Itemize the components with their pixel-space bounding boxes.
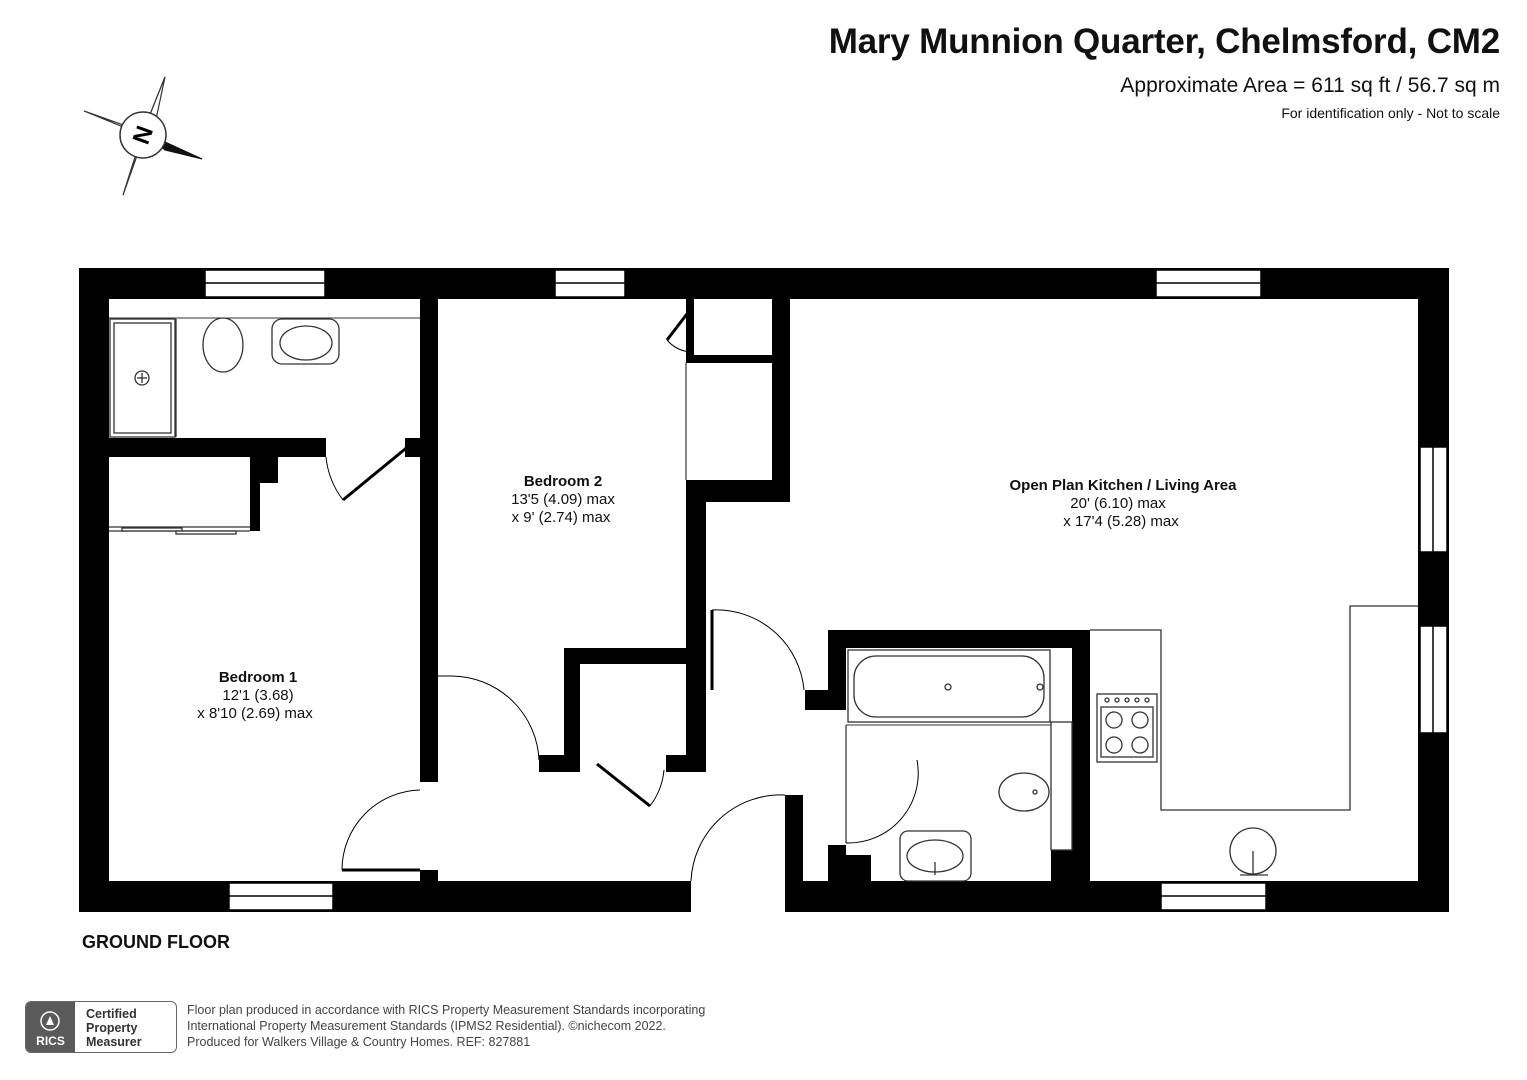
compass-rose-icon: N	[83, 76, 203, 196]
rics-cert-line: Measurer	[86, 1035, 142, 1049]
rics-logo: RICS	[26, 1002, 75, 1052]
room-dim2-bedroom2: x 9' (2.74) max	[512, 509, 611, 526]
hob-icon	[1096, 693, 1158, 763]
disclaimer-line: Floor plan produced in accordance with R…	[187, 1003, 706, 1017]
toilet-icon	[202, 317, 244, 373]
ensuite-fixtures	[109, 317, 420, 438]
room-dim2-living: x 17'4 (5.28) max	[1063, 513, 1179, 530]
windows	[204, 269, 1448, 911]
disclaimer-line: Produced for Walkers Village & Country H…	[187, 1035, 531, 1049]
kitchen-fixtures	[1090, 605, 1418, 876]
disclaimer-line: International Property Measurement Stand…	[187, 1019, 666, 1033]
rics-certified-badge: RICS Certified Property Measurer	[25, 1001, 177, 1053]
room-dim1-living: 20' (6.10) max	[1070, 495, 1166, 512]
bathroom-storage	[1050, 721, 1073, 851]
wardrobe	[109, 526, 250, 535]
room-dim2-bedroom1: x 8'10 (2.69) max	[197, 705, 313, 722]
rics-logo-text: RICS	[36, 1034, 65, 1048]
bathroom-fixtures	[846, 649, 1073, 882]
room-name-bedroom2: Bedroom 2	[524, 473, 602, 490]
disclaimer: Floor plan produced in accordance with R…	[187, 1002, 705, 1050]
room-dim1-bedroom2: 13'5 (4.09) max	[511, 491, 615, 508]
bath-tap-icon	[1036, 683, 1044, 691]
approximate-area: Approximate Area = 611 sq ft / 56.7 sq m	[1120, 74, 1500, 97]
doors	[325, 309, 919, 882]
rics-certification-text: Certified Property Measurer	[86, 1007, 142, 1049]
bathroom-toilet-icon	[998, 772, 1050, 812]
rics-cert-line: Property	[86, 1021, 138, 1035]
rics-emblem-icon	[40, 1011, 60, 1031]
rics-cert-line: Certified	[86, 1007, 137, 1021]
room-dim1-bedroom1: 12'1 (3.68)	[222, 687, 293, 704]
room-name-living: Open Plan Kitchen / Living Area	[1010, 477, 1238, 494]
floor-label: GROUND FLOOR	[82, 932, 230, 952]
page-title: Mary Munnion Quarter, Chelmsford, CM2	[828, 22, 1500, 61]
scale-note: For identification only - Not to scale	[1281, 105, 1500, 121]
room-name-bedroom1: Bedroom 1	[219, 669, 297, 686]
